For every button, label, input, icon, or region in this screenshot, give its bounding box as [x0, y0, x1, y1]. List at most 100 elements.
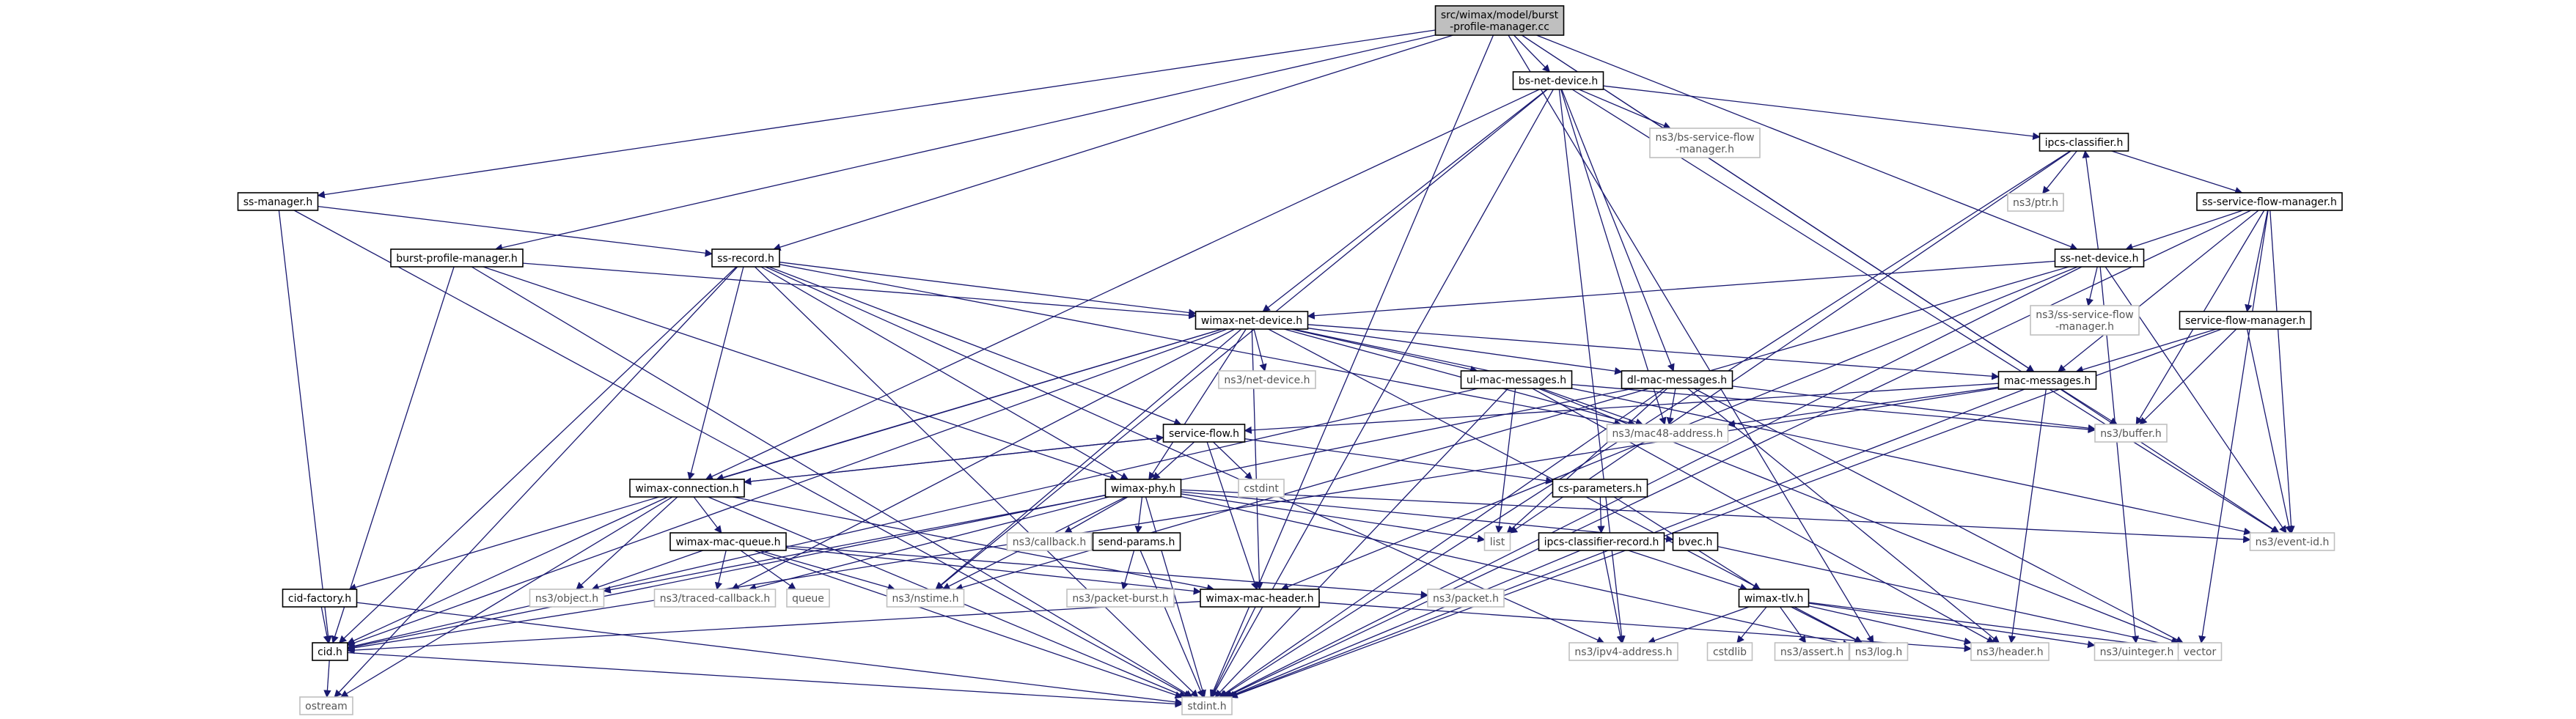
node-box: [669, 532, 787, 551]
edge-wimax-tlv-to-ns3-ipv4-address: [1647, 606, 1750, 644]
edge-wimax-tlv-to-ns3-assert: [1779, 606, 1807, 644]
node-service-flow-manager[interactable]: service-flow-manager.h: [2179, 311, 2312, 330]
node-ns3-ipv4-address: ns3/ipv4-address.h: [1568, 642, 1678, 661]
node-wimax-mac-header[interactable]: wimax-mac-header.h: [1200, 589, 1320, 608]
edge-wimax-connection-to-service-flow: [744, 434, 1164, 483]
node-cid-factory[interactable]: cid-factory.h: [282, 589, 358, 608]
edge-bs-net-device-to-ipcs-classifier: [1603, 85, 2041, 140]
node-label: mac-messages.h: [2004, 375, 2091, 387]
node-label: -manager.h: [2055, 321, 2114, 333]
node-wimax-phy[interactable]: wimax-phy.h: [1104, 479, 1182, 498]
node-label: ns3/buffer.h: [2100, 428, 2162, 440]
node-label: cid.h: [318, 646, 342, 658]
node-box: [1162, 424, 1246, 443]
node-box: [1092, 532, 1181, 551]
node-label: ns3/ipv4-address.h: [1574, 646, 1672, 658]
edge-wimax-tlv-to-cstdlib: [1736, 606, 1767, 644]
node-wimax-net-device[interactable]: wimax-net-device.h: [1195, 311, 1309, 330]
edge-cid-factory-to-cid: [320, 606, 331, 644]
node-label: src/wimax/model/burst: [1441, 10, 1559, 21]
edge-wimax-tlv-to-ns3-header: [1808, 605, 1973, 646]
node-ns3-header: ns3/header.h: [1970, 642, 2050, 661]
node-box: [1552, 479, 1648, 498]
node-ipcs-classifier[interactable]: ipcs-classifier.h: [2039, 133, 2129, 152]
edge-ss-record-to-wimax-connection: [687, 266, 744, 481]
node-cs-parameters[interactable]: cs-parameters.h: [1552, 479, 1648, 498]
node-ss-net-device[interactable]: ss-net-device.h: [2054, 248, 2145, 268]
node-ns3-event-id: ns3/event-id.h: [2249, 532, 2335, 551]
edge-burst-profile-manager-to-wimax-net-device: [522, 262, 1197, 320]
edge-ss-record-to-cid: [338, 266, 737, 644]
node-ss-record[interactable]: ss-record.h: [711, 248, 780, 268]
node-ipcs-classifier-record[interactable]: ipcs-classifier-record.h: [1538, 532, 1665, 551]
node-wimax-tlv[interactable]: wimax-tlv.h: [1738, 589, 1810, 608]
node-ns3-traced-callback: ns3/traced-callback.h: [653, 589, 777, 608]
node-list: list: [1483, 532, 1511, 551]
node-cid[interactable]: cid.h: [312, 642, 348, 661]
edge-bs-net-device-to-wimax-connection: [705, 89, 1540, 480]
edge-bs-net-device-to-wimax-net-device: [1262, 89, 1548, 312]
node-ss-manager[interactable]: ss-manager.h: [237, 192, 319, 211]
node-box: [1104, 479, 1182, 498]
edge-wimax-phy-to-send-params: [1134, 496, 1143, 534]
node-box: [1672, 532, 1719, 551]
edge-wimax-mac-header-to-cid: [346, 601, 1201, 655]
node-label: cid-factory.h: [288, 593, 351, 605]
node-bvec[interactable]: bvec.h: [1672, 532, 1719, 551]
node-box: [1997, 371, 2097, 390]
edge-cid-to-stdint: [347, 652, 1184, 708]
node-box: [2179, 311, 2312, 330]
node-ul-mac-messages[interactable]: ul-mac-messages.h: [1460, 370, 1573, 389]
node-label: wimax-connection.h: [635, 483, 738, 495]
node-bs-net-device[interactable]: bs-net-device.h: [1512, 71, 1604, 90]
node-wimax-mac-queue[interactable]: wimax-mac-queue.h: [669, 532, 787, 551]
edge-mac-messages-to-ns3-mac48-address: [1727, 386, 1999, 428]
edge-wimax-net-device-to-ul-mac-messages: [1291, 328, 1478, 374]
node-box: [1066, 589, 1175, 608]
node-label: service-flow.h: [1169, 428, 1239, 440]
edge-ss-net-device-to-ipcs-classifier: [2082, 150, 2099, 250]
node-queue: queue: [786, 589, 830, 608]
node-burst-profile-manager[interactable]: burst-profile-manager.h: [390, 248, 524, 268]
node-ostream: ostream: [299, 696, 353, 715]
edge-wimax-phy-to-stdint: [1145, 496, 1206, 698]
edge-service-flow-manager-to-stdint: [1230, 328, 2222, 698]
edge-root-to-ns3-event-id: [1522, 34, 2280, 534]
edge-wimax-net-device-to-ns3-event-id: [1293, 328, 2252, 536]
node-ns3-ptr: ns3/ptr.h: [2007, 193, 2064, 212]
node-send-params[interactable]: send-params.h: [1092, 532, 1181, 551]
edge-dl-mac-messages-to-ns3-header: [1687, 388, 2000, 644]
edge-dl-mac-messages-to-vector: [1693, 388, 2184, 644]
edge-root-to-ss-record: [773, 34, 1453, 251]
node-label: cstdlib: [1713, 646, 1747, 658]
edge-wimax-net-device-to-cid-factory: [348, 328, 1222, 591]
edge-wimax-connection-to-cid: [347, 496, 669, 644]
node-wimax-connection[interactable]: wimax-connection.h: [629, 479, 745, 498]
node-service-flow[interactable]: service-flow.h: [1162, 424, 1246, 443]
node-box: [653, 589, 777, 608]
edge-ss-service-flow-manager-to-vector: [2198, 210, 2269, 644]
edge-service-flow-manager-to-mac-messages: [2075, 328, 2217, 374]
edge-wimax-mac-queue-to-ns3-traced-callback: [714, 550, 727, 591]
node-vector: vector: [2177, 642, 2223, 661]
edge-root-to-bs-net-device: [1513, 34, 1551, 73]
edge-wimax-net-device-to-cid: [347, 328, 1228, 647]
node-box: [1706, 642, 1753, 661]
node-dl-mac-messages[interactable]: dl-mac-messages.h: [1621, 370, 1733, 389]
edge-wimax-connection-to-wimax-mac-queue: [693, 496, 722, 534]
edge-mac-messages-to-ns3-header: [2008, 388, 2047, 644]
edge-ipcs-classifier-to-ss-service-flow-manager: [2111, 150, 2243, 195]
node-root[interactable]: src/wimax/model/burst-profile-manager.cc: [1434, 5, 1565, 36]
edge-bs-net-device-to-ns3-bs-service-flow-manager: [1578, 89, 1671, 130]
node-ss-service-flow-manager[interactable]: ss-service-flow-manager.h: [2196, 192, 2343, 211]
edge-ipcs-classifier-to-ns3-ptr: [2042, 150, 2077, 194]
node-mac-messages[interactable]: mac-messages.h: [1997, 371, 2097, 390]
edge-ss-net-device-to-wimax-net-device: [1307, 260, 2055, 320]
node-box: [1200, 589, 1320, 608]
edge-wimax-mac-queue-to-stdint: [753, 550, 1183, 699]
edge-cid-to-ostream: [323, 660, 331, 698]
node-stdint: stdint.h: [1181, 696, 1233, 715]
node-box: [1460, 370, 1573, 389]
edge-ss-record-to-wimax-phy: [760, 266, 1129, 480]
node-box: [1434, 5, 1565, 36]
